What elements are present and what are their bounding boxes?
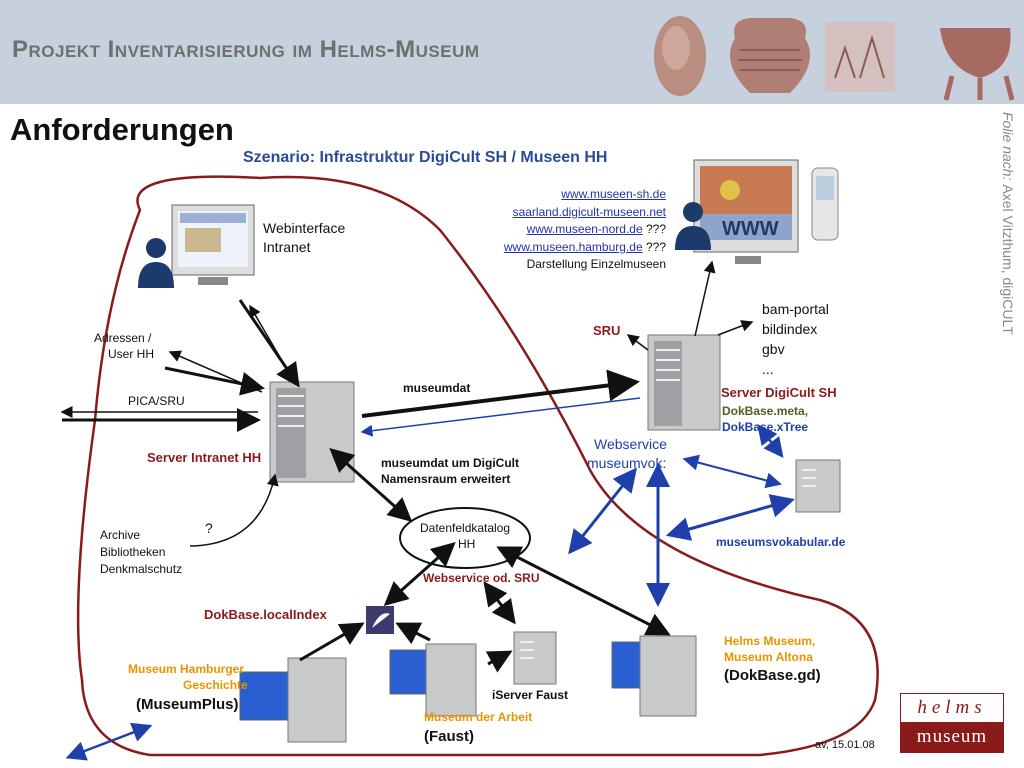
webservice-sru-label: Webservice od. SRU xyxy=(423,571,540,585)
page-title: Projekt Inventarisierung im Helms-Museum xyxy=(12,36,480,63)
helms-label-line1: Helms Museum, xyxy=(724,634,816,648)
mhg-label-line2: Geschichte xyxy=(183,678,248,692)
date-label: av, 15.01.08 xyxy=(815,739,875,751)
question-mark: ? xyxy=(205,520,213,536)
museum-artifacts-image xyxy=(654,16,1015,101)
portal-item: ... xyxy=(762,361,774,377)
credit-prefix: Folie nach: xyxy=(1000,112,1016,181)
server-intranet-label: Server Intranet HH xyxy=(147,450,262,465)
datenfeld-label-line2: HH xyxy=(458,537,476,551)
portal-item: gbv xyxy=(762,341,785,357)
archive-label: Archive xyxy=(100,528,141,542)
arrow-arbeit-dish xyxy=(395,622,431,645)
museumplus-label: (MuseumPlus) xyxy=(136,696,239,713)
arrow-webservice-vokserver xyxy=(682,454,782,489)
arrow-datenfeld-dish xyxy=(383,542,456,606)
darstellung-label: Darstellung Einzelmuseen xyxy=(526,257,666,271)
arrow-mhg-external xyxy=(65,722,153,761)
arrow-digicult-vokserver xyxy=(757,424,784,458)
link-row: www.museen.hamburg.de ??? xyxy=(503,239,666,254)
museum-hamburg-computer-icon xyxy=(239,657,347,743)
portal-item: bildindex xyxy=(762,321,818,337)
server-digicult-label: Server DigiCult SH xyxy=(721,385,837,400)
arrow-webservice-datenfeld xyxy=(568,467,638,555)
arrow-datenfeld-helms xyxy=(496,546,671,636)
arrow-server-to-web xyxy=(249,304,293,379)
datenfeld-label-line1: Datenfeldkatalog xyxy=(420,521,511,535)
webservice-label: Webservice xyxy=(594,436,667,452)
museumdat-erweitert-line1: museumdat um DigiCult xyxy=(381,456,520,470)
denkmalschutz-label: Denkmalschutz xyxy=(100,562,183,576)
link-saarland[interactable]: saarland.digicult-museen.net xyxy=(512,204,666,219)
helms-museum-logo: helms museum xyxy=(900,693,1004,753)
portal-item: bam-portal xyxy=(762,301,829,317)
helms-label-line2: Museum Altona xyxy=(724,650,813,664)
arrow-vokabular xyxy=(665,494,795,541)
museumdat-label: museumdat xyxy=(403,381,471,395)
link-museen-hamburg[interactable]: www.museen.hamburg.de xyxy=(503,239,643,254)
helms-computer-icon xyxy=(611,635,697,717)
arrow-arbeit-iserver xyxy=(485,650,513,673)
mobile-phone-icon xyxy=(811,167,839,241)
museum-arbeit-computer-icon xyxy=(389,643,477,717)
museumsvokabular-label: museumsvokabular.de xyxy=(716,535,846,549)
diagram-title: Szenario: Infrastruktur DigiCult SH / Mu… xyxy=(243,149,608,166)
server-intranet-icon xyxy=(269,381,355,483)
server-digicult-icon xyxy=(647,334,721,431)
link-museen-nord[interactable]: www.museen-nord.de xyxy=(526,222,643,236)
museum-arbeit-label: Museum der Arbeit xyxy=(424,710,533,724)
header-banner: Projekt Inventarisierung im Helms-Museum xyxy=(0,0,1024,104)
portal-list: bam-portal bildindex gbv ... xyxy=(762,299,829,379)
iserver-faust-label: iServer Faust xyxy=(492,688,569,702)
museumdat-erweitert-line2: Namensraum erweitert xyxy=(381,472,511,486)
museumsvokabular-server-icon xyxy=(795,459,841,513)
slide-heading: Anforderungen xyxy=(10,112,234,147)
www-label: WWW xyxy=(722,218,779,240)
iserver-faust-icon xyxy=(513,631,557,685)
link-row: saarland.digicult-museen.net xyxy=(488,204,666,222)
webinterface-label: Webinterface xyxy=(263,220,346,236)
network-boundary-curve xyxy=(76,175,879,757)
pica-sru-label: PICA/SRU xyxy=(128,394,185,408)
dokbase-gd-label: (DokBase.gd) xyxy=(724,667,821,684)
slide-credit: Folie nach: Axel Vitzthum, digiCULT xyxy=(1000,112,1016,335)
user-icon xyxy=(138,238,174,288)
arrow-to-sru xyxy=(626,334,649,351)
logo-bottom-text: museum xyxy=(901,722,1003,752)
museumvok-label: museumvok: xyxy=(587,455,667,471)
arrow-sru-iserver xyxy=(483,581,516,625)
webinterface-computer-icon xyxy=(171,204,255,285)
museum-links: www.museen-sh.de saarland.digicult-musee… xyxy=(488,186,666,274)
link-row: www.museen-sh.de xyxy=(488,186,666,204)
arrow-to-www xyxy=(694,260,716,337)
faust-label: (Faust) xyxy=(424,728,474,745)
adressen-label: Adressen / xyxy=(94,331,152,345)
satellite-dish-icon xyxy=(366,606,394,634)
arrow-museumdat xyxy=(361,369,640,418)
www-user-icon xyxy=(675,202,711,250)
user-hh-label: User HH xyxy=(108,347,155,361)
dokbase-meta-label: DokBase.meta, xyxy=(722,404,809,418)
bibliotheken-label: Bibliotheken xyxy=(100,545,166,559)
mhg-label-line1: Museum Hamburger xyxy=(128,662,245,676)
arrow-server-datenfeld xyxy=(329,448,413,522)
arrow-mhg-dish xyxy=(299,622,365,662)
logo-top-text: helms xyxy=(901,694,1003,722)
dokbase-xtree-label: DokBase.xTree xyxy=(722,420,809,434)
arrow-archive xyxy=(189,473,279,547)
credit-name: Axel Vitzthum, digiCULT xyxy=(1000,184,1016,335)
sru-label: SRU xyxy=(593,323,621,338)
arrow-museumdat-return xyxy=(360,397,641,437)
arrow-adressen-out xyxy=(164,366,265,396)
www-monitor-icon xyxy=(693,159,799,264)
intranet-label: Intranet xyxy=(263,239,311,255)
link-row: www.museen-nord.de ??? xyxy=(526,222,666,236)
arrow-to-portal xyxy=(717,320,754,336)
dokbase-localindex-label: DokBase.localIndex xyxy=(204,607,327,622)
link-museen-sh[interactable]: www.museen-sh.de xyxy=(561,187,666,201)
